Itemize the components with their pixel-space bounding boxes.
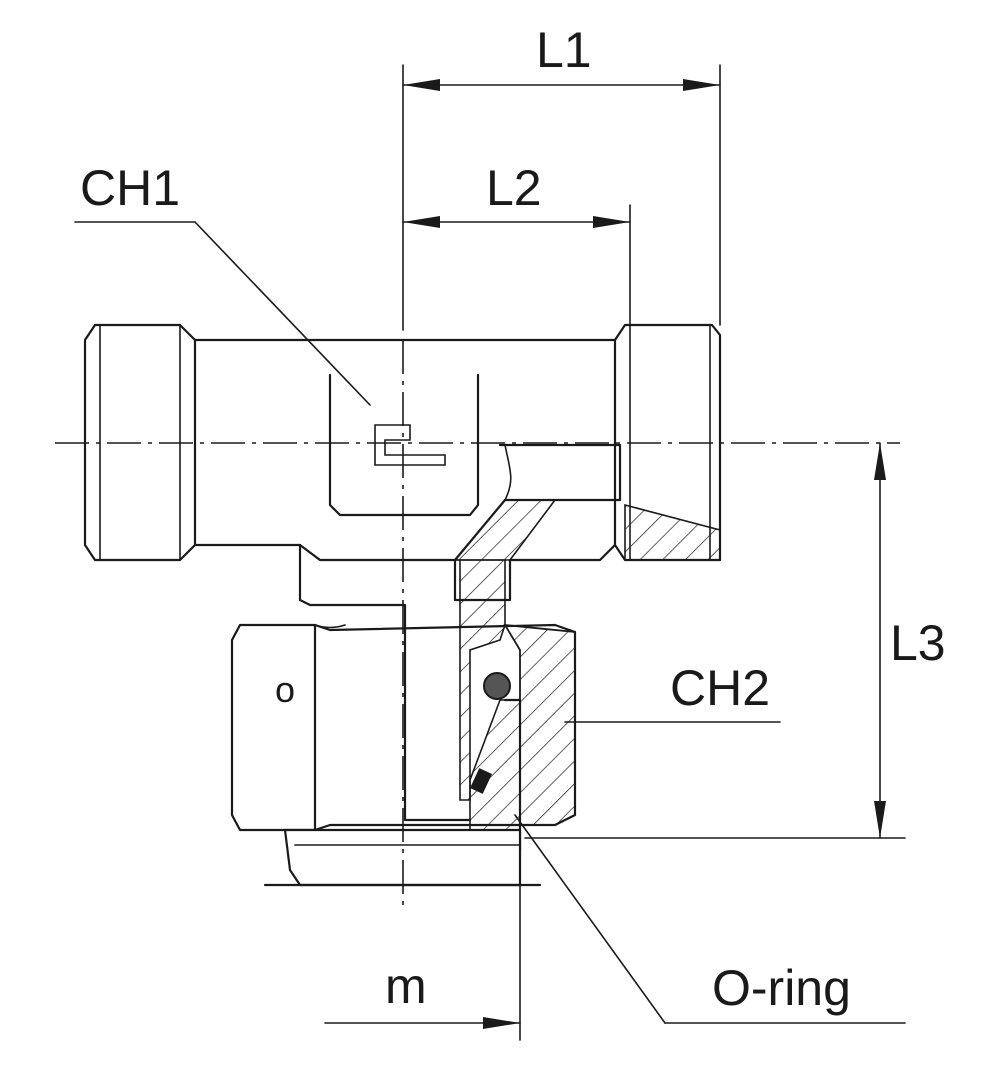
nut-face-mark: o: [275, 669, 295, 710]
l3-label: L3: [890, 615, 946, 671]
leader-ch1: CH1: [74, 160, 371, 406]
o-ring-label: O-ring: [712, 960, 851, 1016]
dimension-l3: L3: [524, 442, 946, 839]
leader-ch2: CH2: [564, 660, 781, 723]
ch1-label: CH1: [80, 160, 180, 216]
swivel-nut: o: [230, 559, 577, 887]
m-label: m: [385, 958, 427, 1014]
dimension-m: m: [324, 849, 521, 1041]
l2-label: L2: [486, 160, 542, 216]
dimension-l2: L2: [402, 160, 631, 326]
tee-body: [83, 323, 722, 627]
ch2-label: CH2: [670, 660, 770, 716]
dimension-l1: L1: [402, 22, 721, 331]
leader-o-ring: O-ring: [514, 814, 906, 1024]
l1-label: L1: [536, 22, 592, 78]
seal-ring-section: [470, 768, 492, 794]
o-ring-section: [483, 672, 511, 700]
flat-mark-icon: [374, 424, 446, 466]
